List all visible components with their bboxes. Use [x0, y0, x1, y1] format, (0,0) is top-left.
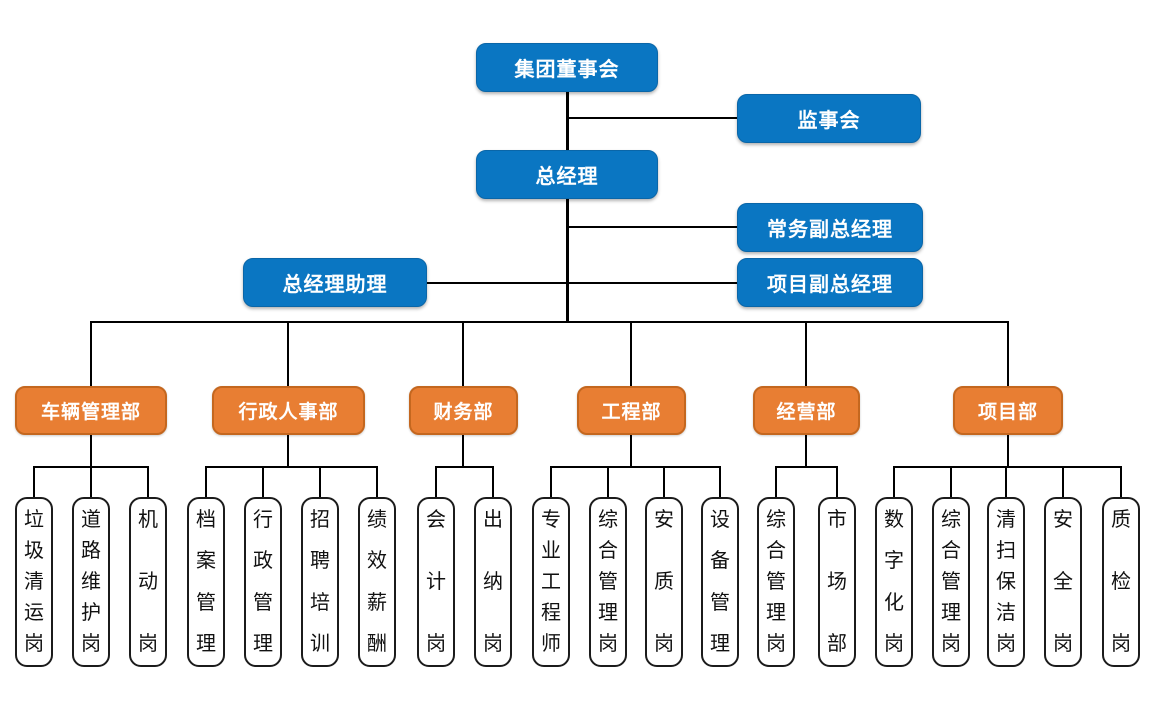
- connector-line: [805, 321, 807, 386]
- connector-line: [376, 466, 378, 497]
- connector-line: [90, 321, 92, 386]
- pos-safety: 安全岗: [1044, 497, 1082, 667]
- connector-line: [1120, 466, 1122, 497]
- connector-line: [492, 466, 494, 497]
- node-project-deputy-general-manager: 项目副总经理: [737, 258, 923, 307]
- connector-line: [775, 466, 777, 497]
- pos-road-maintenance: 道路维护岗: [72, 497, 110, 667]
- connector-trunk-lower: [566, 198, 569, 323]
- pos-market-department: 市场部: [818, 497, 856, 667]
- connector-line: [1062, 466, 1064, 497]
- connector-line: [893, 466, 895, 497]
- pos-safety-quality: 安质岗: [645, 497, 683, 667]
- node-group-board-of-directors: 集团董事会: [476, 43, 658, 92]
- pos-archives-management: 档案管理: [187, 497, 225, 667]
- pos-digitalization: 数字化岗: [875, 497, 913, 667]
- connector-line: [719, 466, 721, 497]
- dept-project: 项目部: [953, 386, 1063, 435]
- connector-line: [287, 434, 289, 467]
- connector-branch-supervisory: [567, 117, 737, 119]
- pos-comprehensive-management-proj: 综合管理岗: [932, 497, 970, 667]
- pos-quality-inspection: 质检岗: [1102, 497, 1140, 667]
- connector-group-line: [550, 466, 721, 468]
- connector-line: [262, 466, 264, 497]
- connector-line: [836, 466, 838, 497]
- pos-professional-engineer: 专业工程师: [532, 497, 570, 667]
- connector-line: [550, 466, 552, 497]
- connector-trunk-upper: [566, 92, 569, 151]
- connector-line: [205, 466, 207, 497]
- connector-line: [90, 434, 92, 467]
- connector-line: [33, 466, 35, 497]
- connector-main-horizontal: [90, 321, 1009, 323]
- connector-group-line: [893, 466, 1122, 468]
- pos-performance-compensation: 绩效薪酬: [358, 497, 396, 667]
- connector-line: [630, 321, 632, 386]
- connector-group-line: [435, 466, 494, 468]
- dept-finance: 财务部: [409, 386, 518, 435]
- pos-garbage-collection: 垃圾清运岗: [15, 497, 53, 667]
- connector-line: [630, 434, 632, 467]
- node-executive-deputy-general-manager: 常务副总经理: [737, 203, 923, 252]
- connector-branch-executive-deputy: [567, 226, 737, 228]
- connector-line: [287, 321, 289, 386]
- pos-comprehensive-management-ops: 综合管理岗: [757, 497, 795, 667]
- connector-group-line: [775, 466, 838, 468]
- connector-line: [462, 321, 464, 386]
- connector-line: [319, 466, 321, 497]
- connector-line: [435, 466, 437, 497]
- pos-equipment-management: 设备管理: [701, 497, 739, 667]
- connector-line: [462, 434, 464, 467]
- node-supervisory-board: 监事会: [737, 94, 921, 143]
- connector-branch-assistant-project-deputy: [427, 282, 737, 284]
- pos-accounting: 会计岗: [417, 497, 455, 667]
- connector-line: [607, 466, 609, 497]
- pos-mobile-duty: 机动岗: [129, 497, 167, 667]
- connector-line: [90, 466, 92, 497]
- node-general-manager-assistant: 总经理助理: [243, 258, 427, 307]
- pos-comprehensive-management-eng: 综合管理岗: [589, 497, 627, 667]
- dept-operations: 经营部: [753, 386, 860, 435]
- dept-admin-hr: 行政人事部: [212, 386, 365, 435]
- dept-vehicle-management: 车辆管理部: [15, 386, 167, 435]
- connector-group-line: [205, 466, 378, 468]
- pos-recruitment-training: 招聘培训: [301, 497, 339, 667]
- pos-cleaning: 清扫保洁岗: [987, 497, 1025, 667]
- connector-line: [663, 466, 665, 497]
- connector-line: [1005, 466, 1007, 497]
- dept-engineering: 工程部: [577, 386, 686, 435]
- connector-line: [147, 466, 149, 497]
- connector-line: [950, 466, 952, 497]
- node-general-manager: 总经理: [476, 150, 658, 199]
- connector-line: [1007, 434, 1009, 467]
- connector-line: [1007, 321, 1009, 386]
- pos-cashier: 出纳岗: [474, 497, 512, 667]
- pos-administration: 行政管理: [244, 497, 282, 667]
- connector-line: [805, 434, 807, 467]
